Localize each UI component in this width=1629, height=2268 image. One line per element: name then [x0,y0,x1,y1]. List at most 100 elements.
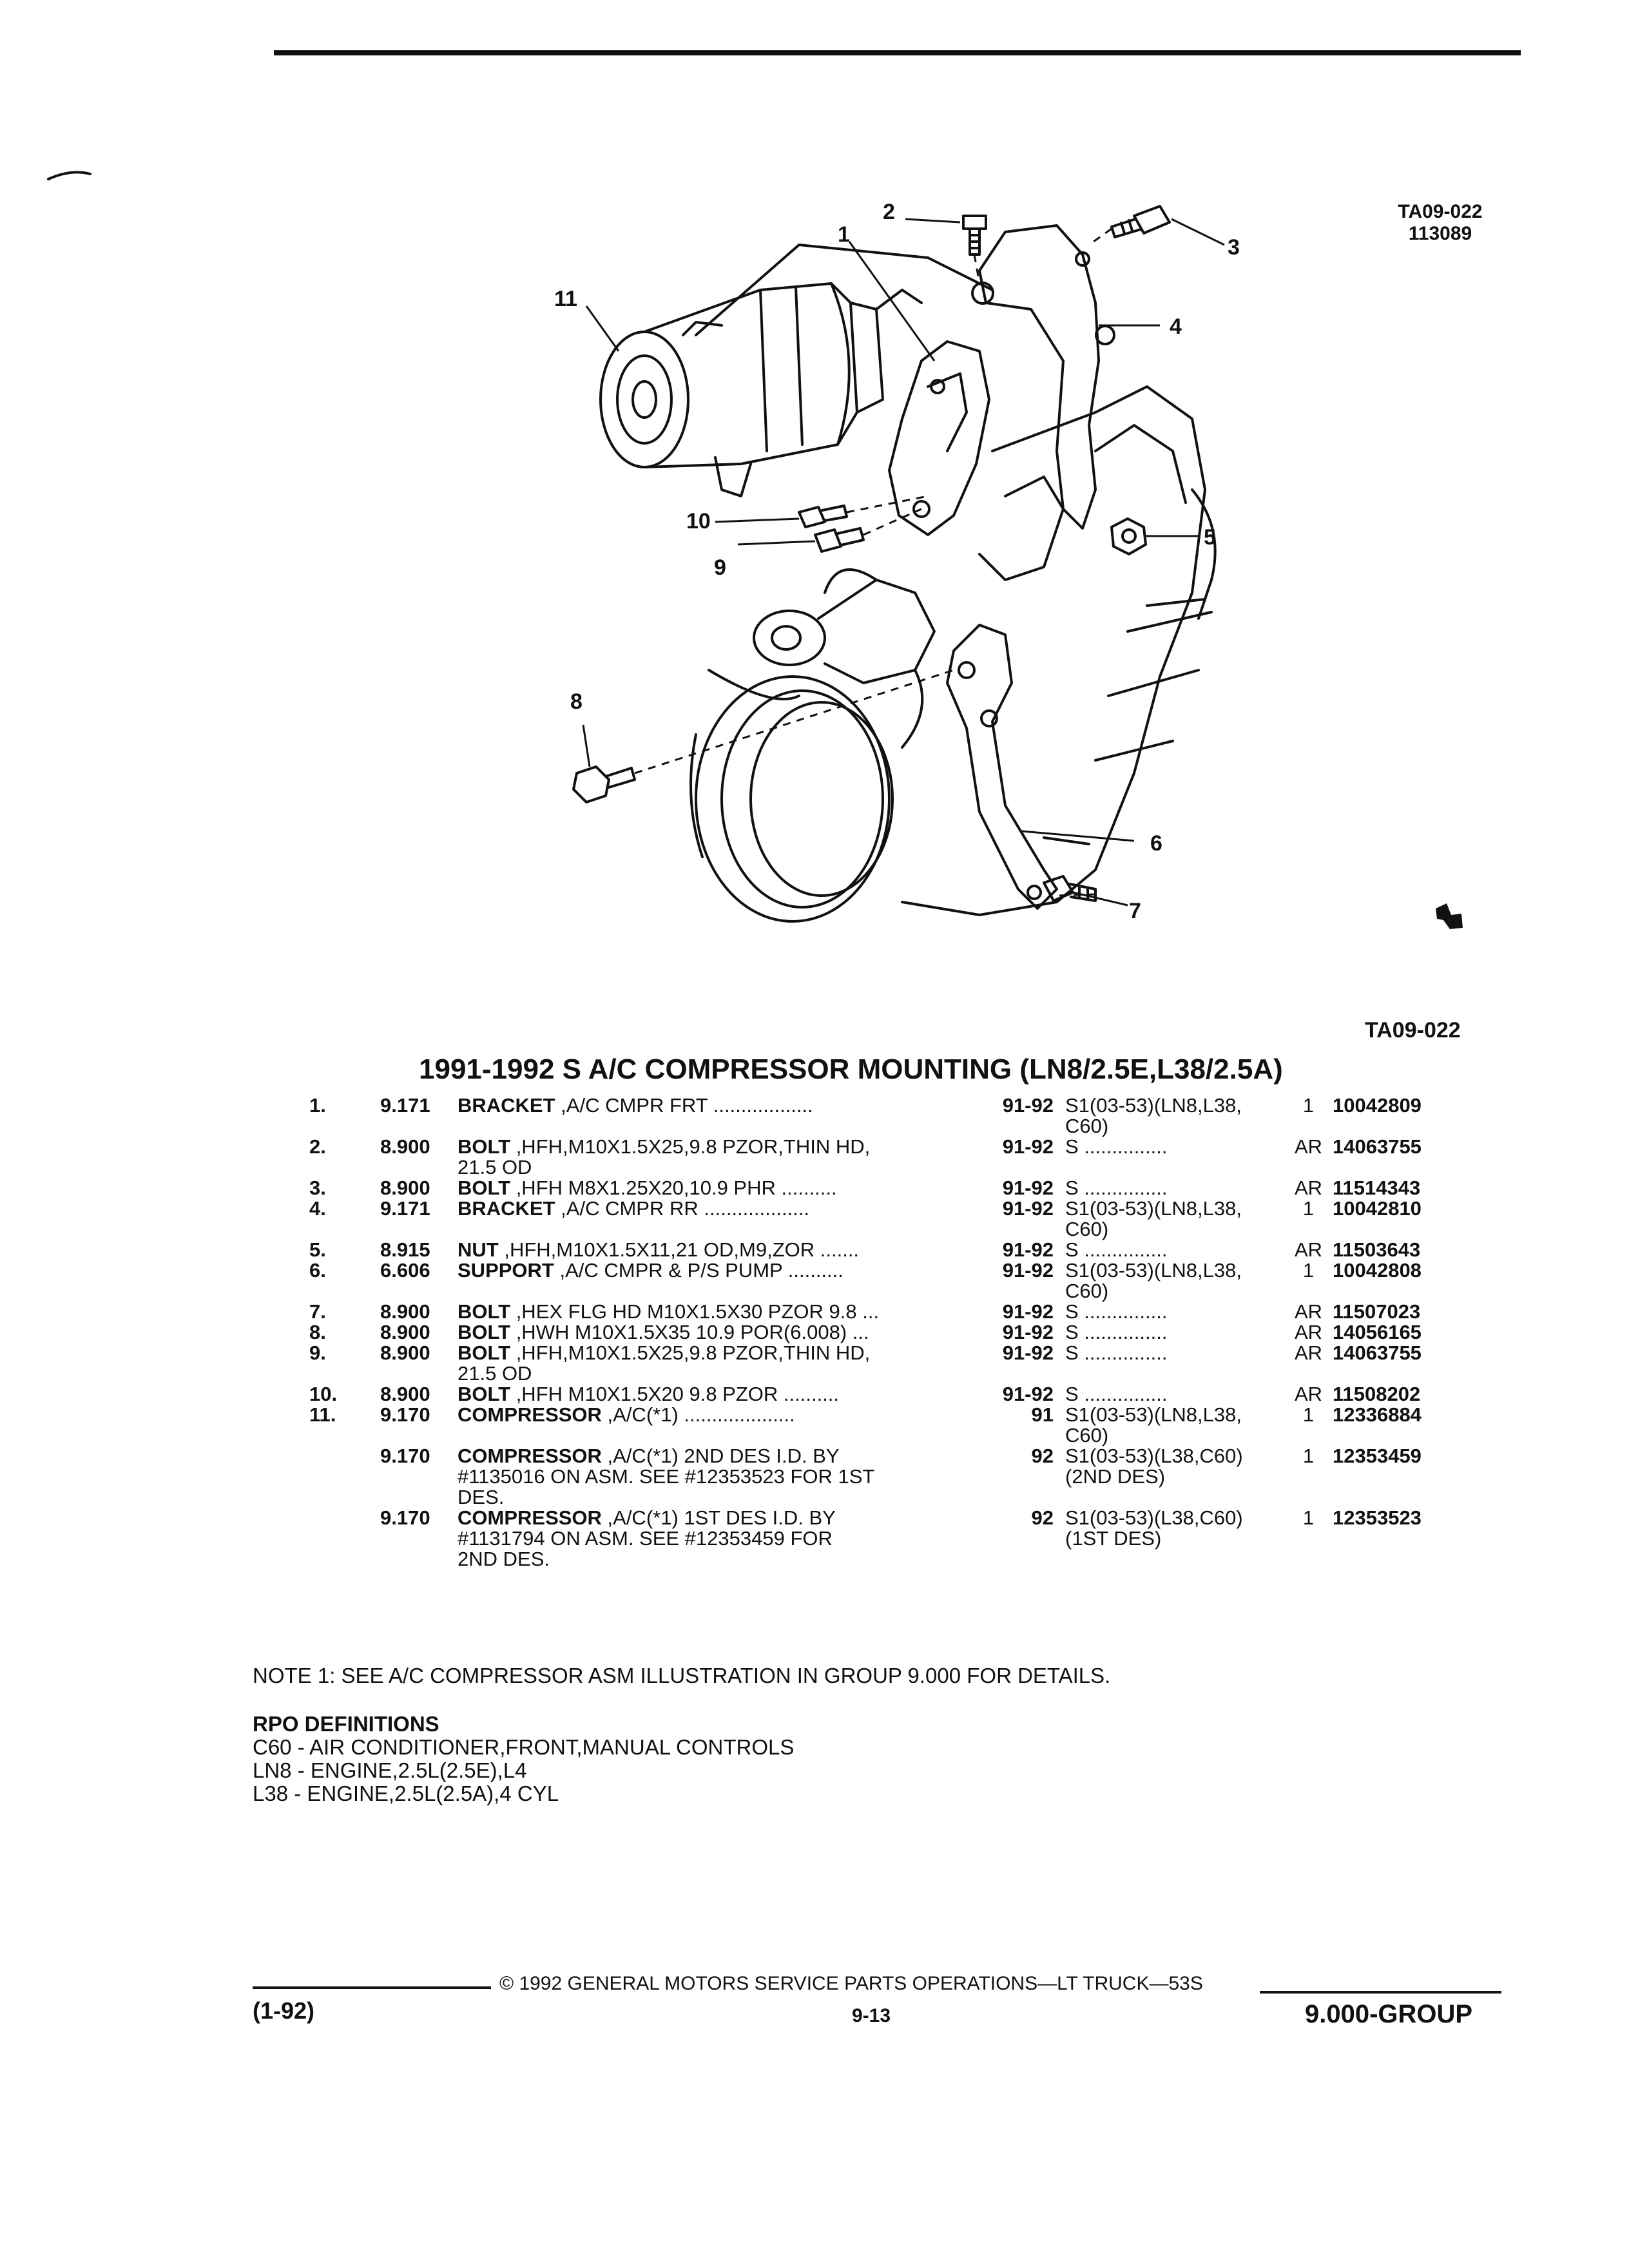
description-line: BOLT ,HEX FLG HD M10X1.5X30 PZOR 9.8 ... [458,1300,879,1323]
part-number: 12353459 [1333,1445,1422,1467]
nut-5 [1110,517,1147,555]
part-description: SUPPORT ,A/C CMPR & P/S PUMP .......... [458,1260,996,1302]
part-description: BOLT ,HWH M10X1.5X35 10.9 POR(6.008) ... [458,1322,996,1343]
usage-code: S1(03-53)(LN8,L38,C60) [1065,1405,1284,1446]
part-name: BOLT [458,1135,511,1158]
crankshaft-pulley [689,675,894,923]
description-line: BRACKET ,A/C CMPR FRT .................. [458,1094,813,1117]
description-line: COMPRESSOR ,A/C(*1) 1ST DES I.D. BY [458,1506,836,1529]
item-index: 5. [309,1238,326,1261]
usage-code: S ............... [1065,1137,1284,1178]
callout-10: 10 [686,509,711,533]
part-number: 10042808 [1333,1259,1422,1282]
part-spec: ,HWH M10X1.5X35 10.9 POR(6.008) [510,1321,847,1343]
description-continuation: 21.5 OD [458,1156,532,1178]
usage-line: S ............... [1065,1135,1168,1158]
group-number: 8.900 [380,1135,430,1158]
table-row: 10. 8.900 BOLT ,HFH M10X1.5X20 9.8 PZOR ..… [309,1384,1461,1405]
part-number: 11508202 [1333,1383,1421,1405]
figure-id: TA09-022 [1398,201,1483,222]
part-description: BOLT ,HFH M8X1.25X20,10.9 PHR .......... [458,1178,996,1198]
part-name: BOLT [458,1177,511,1199]
group-number: 9.171 [380,1197,430,1220]
group-number: 8.900 [380,1321,430,1343]
figure-id-block: TA09-022 113089 [1385,201,1495,245]
description-line: SUPPORT ,A/C CMPR & P/S PUMP .......... [458,1259,843,1282]
usage-line: S1(03-53)(LN8,L38, [1065,1197,1242,1220]
figure-id-bottom: TA09-022 [1365,1018,1461,1043]
leader-dots: .................. [708,1094,813,1117]
part-description: BRACKET ,A/C CMPR RR ................... [458,1198,996,1240]
description-continuation: #1131794 ON ASM. SEE #12353459 FOR [458,1527,833,1550]
part-number: 10042809 [1333,1094,1422,1117]
part-number: 12336884 [1333,1403,1422,1426]
callout-8: 8 [570,689,583,714]
item-index [309,1446,380,1508]
description-line: COMPRESSOR ,A/C(*1) .................... [458,1403,795,1426]
group-number: 9.171 [380,1094,430,1117]
group-number: 8.900 [380,1383,430,1405]
quantity: 1 [1302,1403,1315,1426]
part-name: COMPRESSOR [458,1506,602,1529]
part-number: 14063755 [1333,1135,1422,1158]
leader-dots: .......... [778,1383,840,1405]
bracket-front-1 [888,340,990,536]
description-line: BOLT ,HFH M10X1.5X20 9.8 PZOR .......... [458,1383,839,1405]
quantity: 1 [1302,1445,1315,1467]
usage-continuation: C60) [1065,1218,1109,1240]
callout-3: 3 [1228,235,1240,260]
model-years: 91-92 [1002,1094,1054,1117]
quantity: AR [1294,1135,1323,1158]
exploded-view-illustration [47,171,1463,929]
description-line: COMPRESSOR ,A/C(*1) 2ND DES I.D. BY [458,1445,840,1467]
part-spec: ,HFH,M10X1.5X25,9.8 PZOR,THIN HD, [510,1341,871,1364]
usage-line: S ............... [1065,1321,1168,1343]
bolt-2 [962,215,987,256]
description-line: BRACKET ,A/C CMPR RR ................... [458,1197,809,1220]
margin-mark [47,171,92,180]
part-number: 14063755 [1333,1341,1422,1364]
part-number: 12353523 [1333,1506,1422,1529]
group-number: 9.170 [380,1506,430,1529]
usage-line: S ............... [1065,1177,1168,1199]
part-description: BOLT ,HFH,M10X1.5X25,9.8 PZOR,THIN HD,21… [458,1343,996,1384]
part-spec: ,HFH M8X1.25X20,10.9 PHR [510,1177,776,1199]
quantity: AR [1294,1341,1323,1364]
part-spec: ,A/C(*1) [601,1403,679,1426]
callout-1: 1 [838,222,850,247]
rpo-line: LN8 - ENGINE,2.5L(2.5E),L4 [253,1758,527,1782]
header-rule [274,50,1521,55]
usage-line: S ............... [1065,1238,1168,1261]
description-line: BOLT ,HFH M8X1.25X20,10.9 PHR .......... [458,1177,837,1199]
usage-code: S1(03-53)(L38,C60)(2ND DES) [1065,1446,1284,1508]
usage-continuation: C60) [1065,1280,1109,1302]
callout-11: 11 [554,287,577,311]
engine-block [695,244,1217,916]
bolt-8 [572,765,636,803]
part-number: 11514343 [1333,1177,1421,1199]
part-spec: ,HEX FLG HD M10X1.5X30 PZOR 9.8 [510,1300,857,1323]
part-name: NUT [458,1238,499,1261]
table-row: 9.170 COMPRESSOR ,A/C(*1) 1ST DES I.D. BY… [309,1508,1461,1570]
usage-code: S ............... [1065,1240,1284,1260]
model-years: 91-92 [1002,1197,1054,1220]
usage-line: S1(03-53)(L38,C60) [1065,1445,1243,1467]
part-description: BOLT ,HEX FLG HD M10X1.5X30 PZOR 9.8 ... [458,1302,996,1322]
model-years: 91-92 [1002,1135,1054,1158]
model-years: 91-92 [1002,1238,1054,1261]
leader-dots: ................... [698,1197,810,1220]
usage-line: S1(03-53)(LN8,L38, [1065,1259,1242,1282]
quantity: AR [1294,1300,1323,1323]
quantity: AR [1294,1321,1323,1343]
footer-date: (1-92) [253,1997,315,2024]
part-spec: ,A/C CMPR FRT [555,1094,708,1117]
item-index: 7. [309,1300,326,1323]
part-spec: ,HFH M10X1.5X20 9.8 PZOR [510,1383,778,1405]
callout-4: 4 [1170,314,1182,339]
item-index: 10. [309,1383,338,1405]
quantity: AR [1294,1238,1323,1261]
usage-code: S1(03-53)(LN8,L38,C60) [1065,1198,1284,1240]
bolt-9 [814,527,865,553]
group-number: 8.900 [380,1300,430,1323]
